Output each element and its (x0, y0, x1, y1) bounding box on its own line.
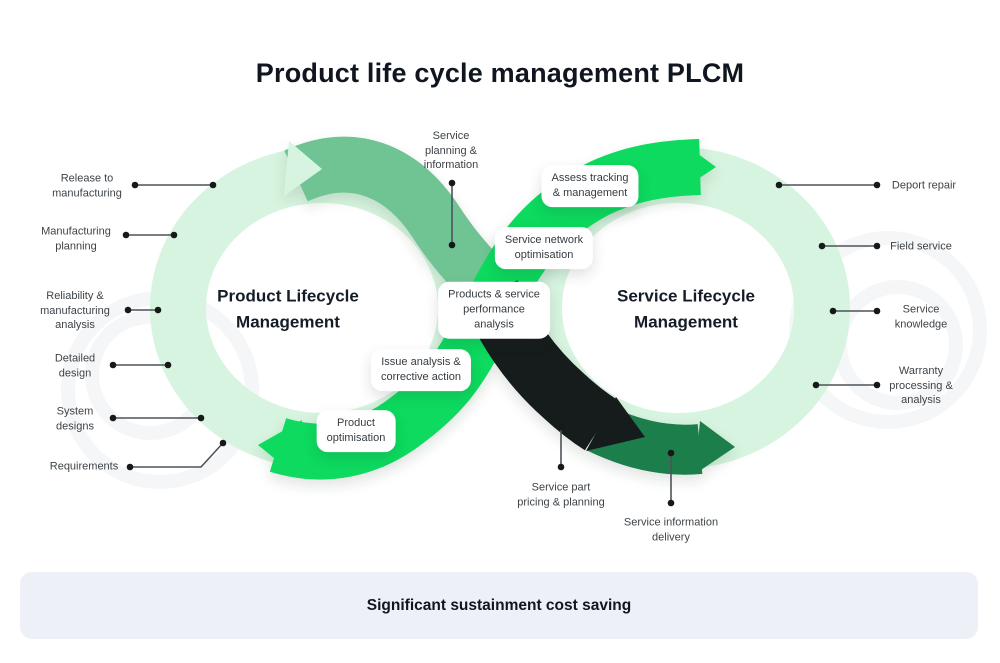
arrowhead-bottom-right (695, 421, 735, 474)
callout-product-optimisation: Product optimisation (316, 410, 396, 452)
label-line: Detailed (54, 352, 96, 365)
callout-line: corrective action (380, 371, 462, 383)
callout-assess-tracking: Assess tracking & management (541, 165, 639, 207)
label-deport-repair: Deport repair (892, 179, 956, 194)
label-line: information (423, 159, 479, 172)
label-release-to-manufacturing: Release to manufacturing (52, 171, 122, 200)
callout-line: optimisation (514, 249, 574, 261)
right-loop-title: Service Lifecycle Management (617, 284, 755, 337)
label-line: Field service (890, 240, 952, 253)
callout-line: performance (463, 303, 525, 316)
label-service-information-delivery: Service information delivery (624, 515, 718, 544)
label-service-planning-information: Service planning & information (424, 129, 478, 173)
label-line: Manufacturing (41, 225, 111, 238)
loop-title-line: Management (236, 313, 340, 332)
label-line: processing & (889, 379, 953, 392)
callout-line: & management (552, 187, 628, 199)
label-line: System (56, 405, 94, 418)
arrowhead-top-right (674, 140, 716, 195)
page-title: Product life cycle management PLCM (255, 58, 745, 88)
callout-line: Assess tracking (551, 172, 629, 185)
connector-lines (113, 183, 877, 503)
callout-line: Service network (504, 234, 584, 247)
label-system-designs: System designs (56, 404, 94, 433)
label-line: design (58, 367, 92, 379)
callout-line: Product (337, 417, 375, 430)
loop-title-line: Service Lifecycle (617, 286, 755, 306)
label-line: pricing & planning (517, 496, 605, 508)
label-line: designs (56, 420, 94, 432)
label-line: knowledge (894, 318, 948, 330)
label-line: planning (55, 240, 97, 252)
label-line: Release to (60, 172, 114, 185)
black-arrowhead (586, 397, 645, 451)
label-line: Reliability & (46, 290, 104, 303)
label-line: Service information (623, 516, 719, 529)
label-line: manufacturing (52, 187, 122, 199)
arrowhead-bottom-left (258, 420, 302, 476)
label-service-knowledge: Service knowledge (895, 302, 948, 331)
label-detailed-design: Detailed design (55, 351, 95, 380)
label-requirements: Requirements (50, 460, 118, 475)
label-line: planning & (424, 144, 477, 157)
label-reliability-analysis: Reliability & manufacturing analysis (40, 289, 110, 333)
callout-issue-analysis: Issue analysis & corrective action (370, 349, 472, 391)
callout-service-network: Service network optimisation (494, 227, 594, 269)
banner-text: Significant sustainment cost saving (366, 596, 632, 614)
loop-title-line: Product Lifecycle (217, 286, 359, 306)
label-field-service: Field service (890, 240, 952, 255)
label-warranty-processing: Warranty processing & analysis (889, 364, 953, 408)
callout-line: optimisation (326, 432, 386, 444)
connector-dots (109, 179, 881, 507)
label-line: Deport repair (891, 179, 957, 192)
label-manufacturing-planning: Manufacturing planning (41, 224, 111, 253)
callout-line: Products & service (448, 288, 540, 301)
left-loop-title: Product Lifecycle Management (217, 284, 359, 337)
callout-line: analysis (474, 318, 514, 331)
label-line: Requirements (49, 460, 119, 473)
sage-ribbon-segment (284, 136, 517, 310)
label-line: delivery (652, 531, 690, 543)
label-line: manufacturing (40, 304, 110, 317)
label-line: analysis (55, 319, 95, 332)
label-line: Service part (531, 481, 591, 494)
arrowhead-top-left (284, 141, 322, 196)
bottom-banner: Significant sustainment cost saving (20, 572, 978, 639)
label-line: analysis (901, 394, 941, 407)
label-line: Warranty (898, 365, 944, 378)
loop-title-line: Management (634, 313, 738, 332)
label-line: Service (432, 130, 470, 143)
callout-products-performance: Products & service performance analysis (438, 281, 550, 339)
label-line: Service (902, 303, 940, 316)
label-service-part-pricing: Service part pricing & planning (517, 480, 604, 509)
callout-line: Issue analysis & (381, 356, 461, 369)
